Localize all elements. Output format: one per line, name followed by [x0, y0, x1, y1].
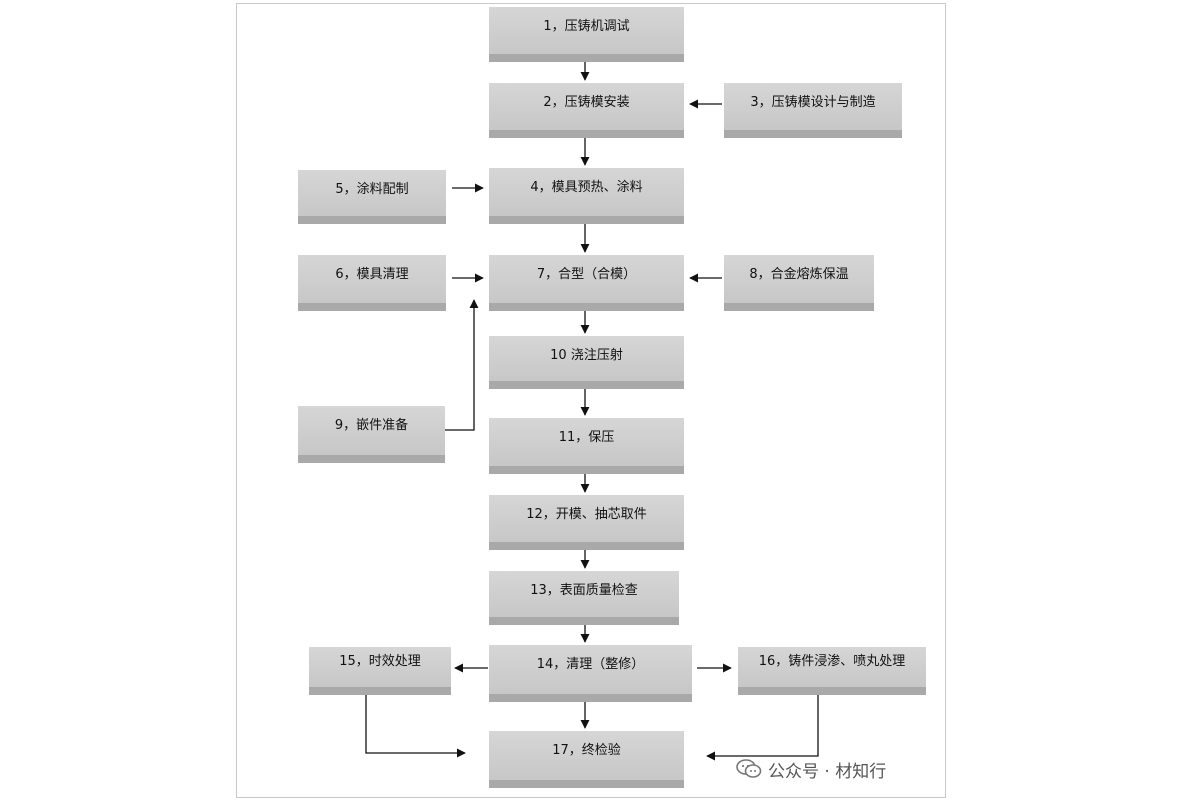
wechat-icon	[736, 759, 762, 779]
step-6-box: 6，模具清理	[298, 255, 446, 311]
step-7-label: 7，合型（合模）	[536, 267, 637, 282]
step-16-box: 16，铸件浸渗、喷丸处理	[738, 647, 926, 695]
step-6-label: 6，模具清理	[335, 267, 409, 282]
step-14-label: 14，清理（整修）	[536, 657, 645, 672]
step-5-box: 5，涂料配制	[298, 170, 446, 224]
step-17-box: 17，终检验	[489, 731, 684, 788]
step-15-box: 15，时效处理	[309, 647, 451, 695]
step-12-label: 12，开模、抽芯取件	[526, 507, 647, 522]
step-2-box: 2，压铸模安装	[489, 83, 684, 138]
step-1-box: 1，压铸机调试	[489, 7, 684, 62]
step-8-label: 8，合金熔炼保温	[749, 267, 849, 282]
step-4-label: 4，模具预热、涂料	[530, 180, 643, 195]
step-4-box: 4，模具预热、涂料	[489, 168, 684, 224]
step-17-label: 17，终检验	[552, 743, 621, 758]
step-8-box: 8，合金熔炼保温	[724, 255, 874, 311]
step-9-label: 9，嵌件准备	[334, 418, 409, 433]
step-12-box: 12，开模、抽芯取件	[489, 495, 684, 550]
step-10-label: 10 浇注压射	[550, 348, 623, 363]
step-9-box: 9，嵌件准备	[298, 406, 445, 463]
step-1-label: 1，压铸机调试	[543, 19, 630, 34]
watermark-text: 公众号 · 材知行	[768, 761, 887, 782]
watermark: 公众号 · 材知行	[736, 757, 887, 782]
arrow-15-17	[365, 694, 466, 758]
step-11-box: 11，保压	[489, 418, 684, 474]
step-15-label: 15，时效处理	[339, 654, 421, 669]
step-3-label: 3，压铸模设计与制造	[750, 95, 876, 110]
arrow-9-7	[445, 299, 479, 431]
step-13-box: 13，表面质量检查	[489, 571, 679, 625]
step-13-label: 13，表面质量检查	[530, 583, 638, 598]
arrow-16-17	[706, 694, 819, 761]
step-10-box: 10 浇注压射	[489, 336, 684, 389]
step-2-label: 2，压铸模安装	[543, 95, 630, 110]
step-5-label: 5，涂料配制	[335, 182, 409, 197]
step-16-label: 16，铸件浸渗、喷丸处理	[758, 654, 906, 669]
step-14-box: 14，清理（整修）	[489, 645, 692, 702]
step-11-label: 11，保压	[558, 430, 615, 445]
step-7-box: 7，合型（合模）	[489, 255, 684, 311]
step-3-box: 3，压铸模设计与制造	[724, 83, 902, 138]
